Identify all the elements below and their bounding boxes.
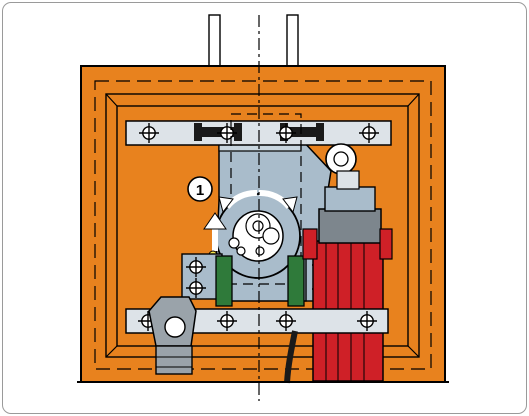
hydraulic-jack bbox=[302, 143, 393, 382]
rotation-arrows-icon bbox=[218, 189, 298, 214]
assembly-diagram: 1 bbox=[77, 14, 449, 401]
callout-number: 1 bbox=[196, 182, 204, 199]
shaft-rods bbox=[208, 14, 299, 74]
motor-face bbox=[215, 193, 301, 279]
callout-circle-icon: 1 bbox=[187, 176, 213, 202]
gear-motor bbox=[148, 296, 197, 375]
rail-connector-left bbox=[194, 123, 242, 141]
power-cable bbox=[284, 330, 298, 384]
clamp-left bbox=[181, 253, 233, 307]
